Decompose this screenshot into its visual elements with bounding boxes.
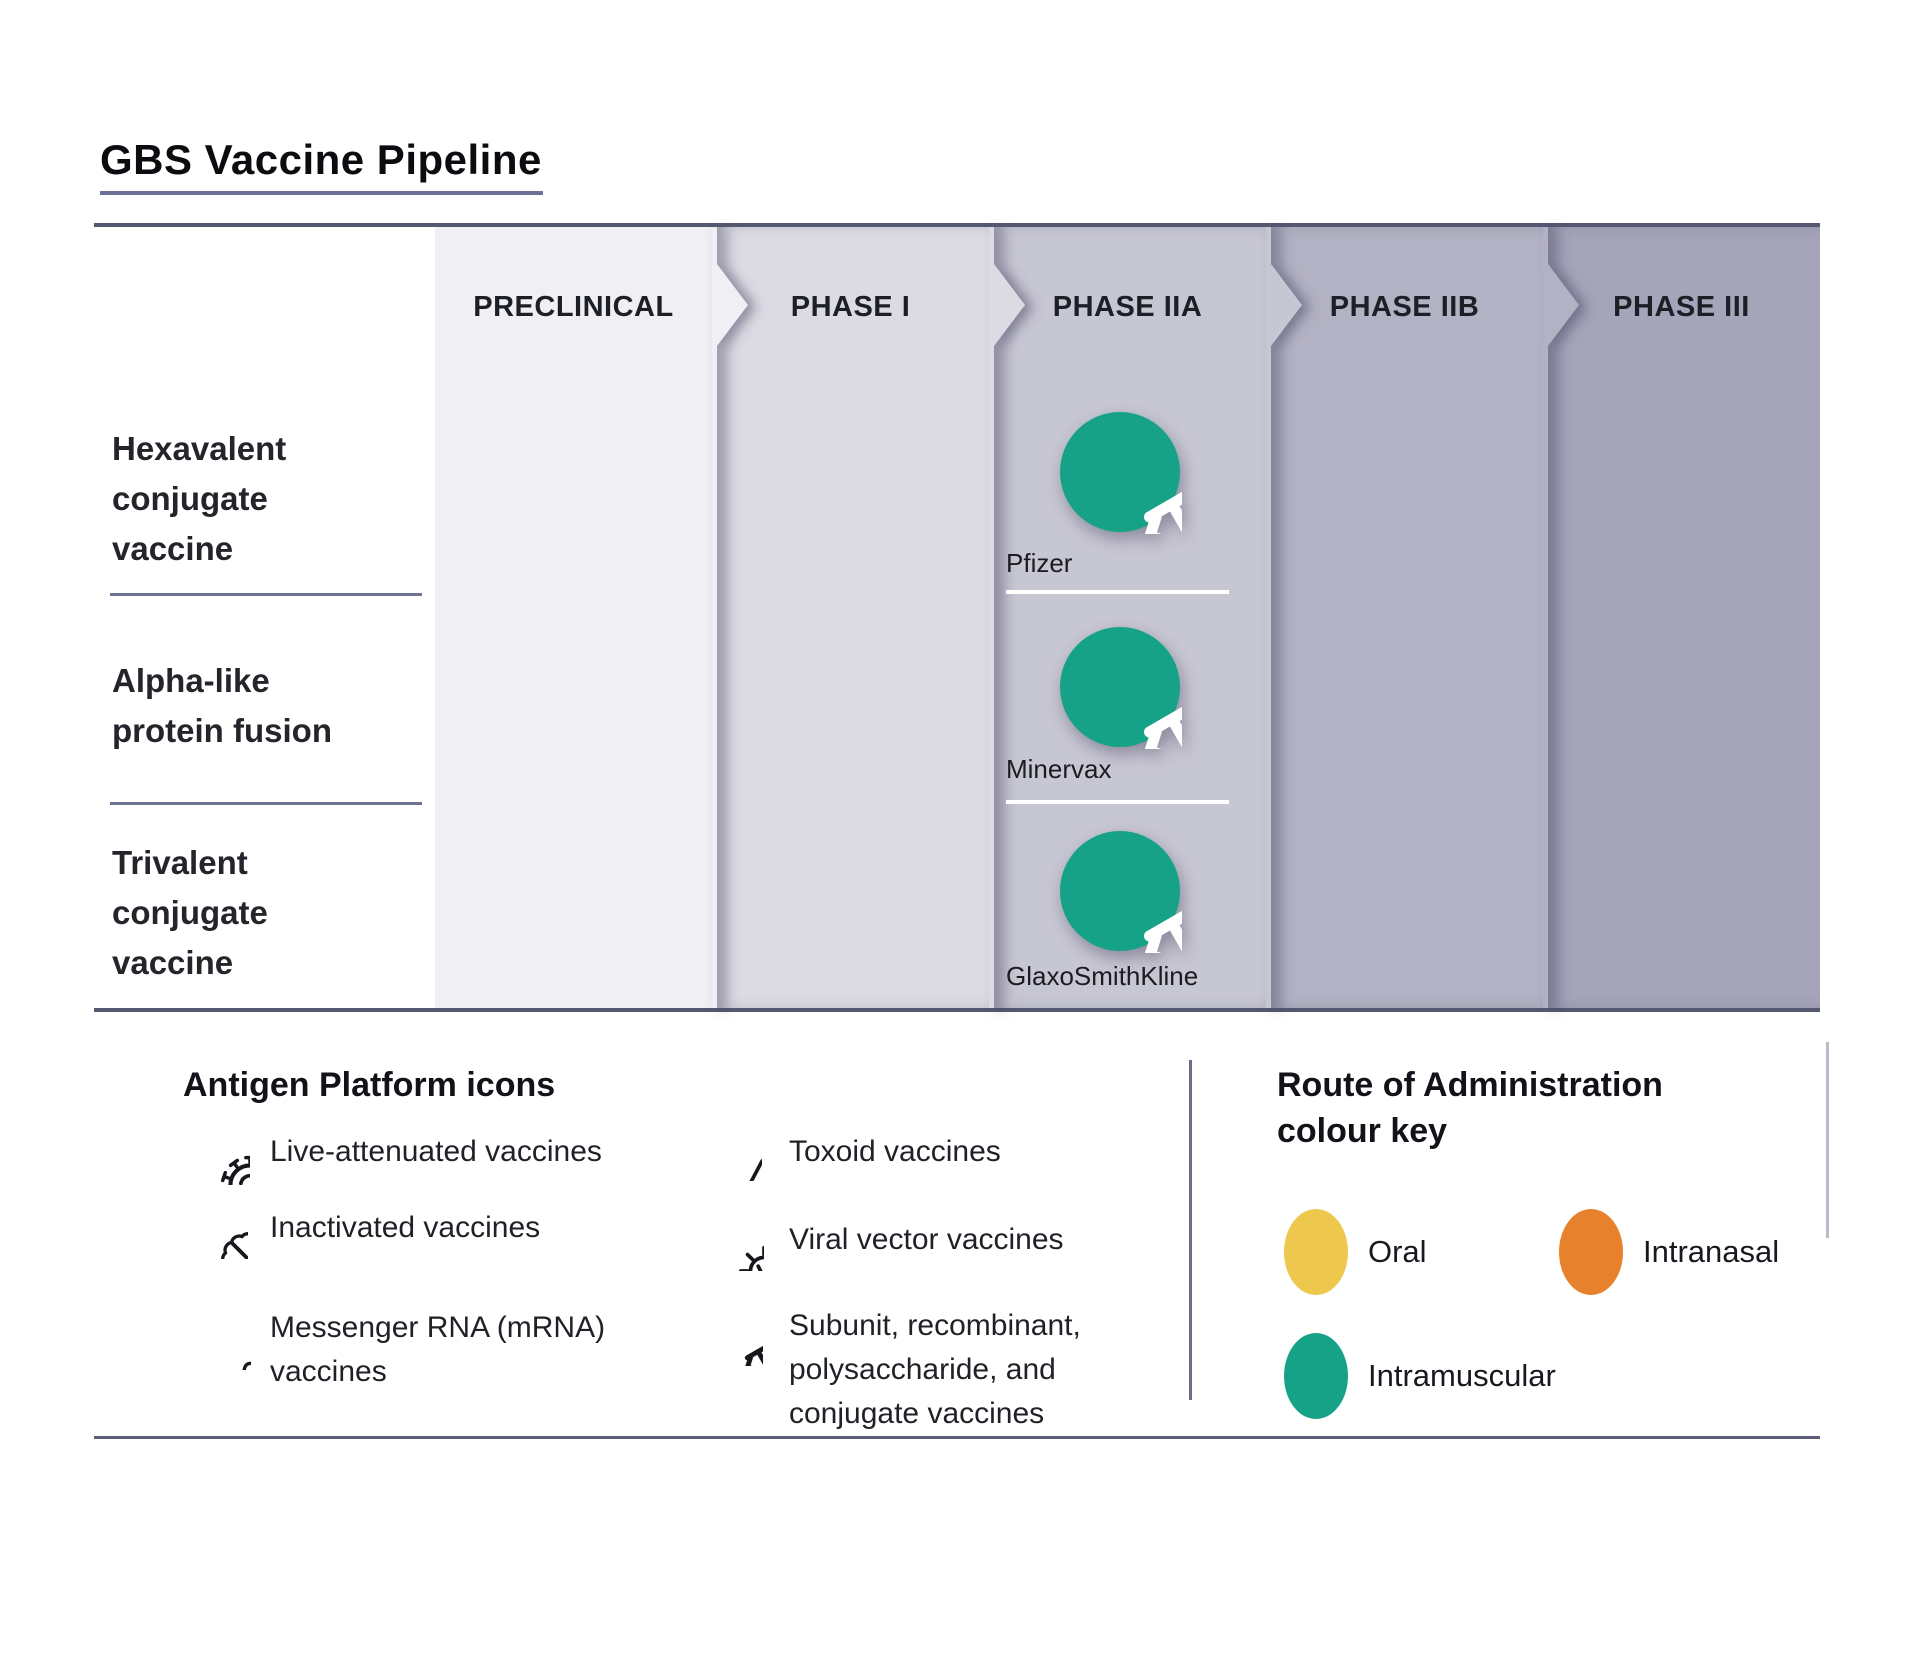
phase-column-preclinical: PRECLINICAL (435, 227, 712, 1008)
title-underline (100, 191, 543, 195)
oral-route-circle (1284, 1209, 1348, 1295)
viral-vector-icon (702, 1209, 764, 1271)
company-label: Pfizer (1006, 548, 1073, 578)
intramuscular-route-circle (1060, 831, 1180, 951)
intramuscular-route-circle (1284, 1333, 1348, 1419)
right-edge-line (1826, 1042, 1829, 1238)
route-label-intramuscular: Intramuscular (1368, 1358, 1556, 1393)
legend-item-label: Toxoid vaccines (789, 1135, 1001, 1168)
phase-header-phase-2b: PHASE IIB (1329, 291, 1480, 323)
legend-vertical-divider (1189, 1060, 1192, 1400)
subunit-conjugate-icon (1060, 412, 1182, 534)
live-attenuated-virus-icon (184, 1119, 250, 1185)
phase-header-phase-3: PHASE III (1613, 291, 1750, 323)
inactivated-icon (186, 1197, 248, 1259)
legend-item-label: Subunit, recombinant, polysaccharide, an… (789, 1309, 1081, 1430)
legend-item-label: Live-attenuated vaccines (270, 1135, 602, 1168)
toxoid-icon (704, 1123, 762, 1181)
legend-item-label: Inactivated vaccines (270, 1211, 541, 1244)
page-title: GBS Vaccine Pipeline (100, 136, 542, 183)
row-label-trivalent: Trivalent conjugate vaccine (112, 844, 268, 981)
phase-header-phase-2a: PHASE IIA (1052, 291, 1203, 323)
subunit-conjugate-icon (1060, 831, 1182, 953)
company-label: Minervax (1006, 754, 1112, 784)
pipeline-entry-marker (1058, 410, 1182, 534)
phase-header-preclinical: PRECLINICAL (473, 291, 674, 323)
phase-chevron-icon (712, 227, 752, 1008)
company-label: GlaxoSmithKline (1006, 961, 1199, 991)
phase-chevron-icon (989, 227, 1029, 1008)
phase-column-phase-1: PHASE I (712, 227, 989, 1008)
route-label-intranasal: Intranasal (1643, 1234, 1780, 1269)
phase-chevron-icon (1543, 227, 1583, 1008)
row-divider (110, 802, 422, 805)
phase-header-phase-1: PHASE I (790, 291, 911, 323)
row-divider (110, 593, 422, 596)
mrna-icon (183, 1302, 251, 1370)
entry-divider (1006, 590, 1229, 594)
chart-bottom-rule (94, 1008, 1820, 1012)
pipeline-entry-marker (1058, 625, 1182, 749)
row-label-alpha-like: Alpha-like protein fusion (112, 662, 332, 749)
legend-item-label: Messenger RNA (mRNA) vaccines (270, 1311, 606, 1388)
phase-chevron-icon (1266, 227, 1306, 1008)
antigen-legend-heading: Antigen Platform icons (183, 1066, 556, 1104)
chart-top-rule (94, 223, 1820, 227)
entry-divider (1006, 800, 1229, 804)
route-key-heading: Route of Administration colour key (1277, 1066, 1663, 1150)
page-bottom-rule (94, 1436, 1820, 1439)
phase-column-phase-3: PHASE III (1543, 227, 1820, 1008)
row-label-hexavalent: Hexavalent conjugate vaccine (112, 430, 287, 567)
legend-item-label: Viral vector vaccines (789, 1223, 1064, 1256)
pipeline-entry-marker (1058, 829, 1182, 953)
intramuscular-route-circle (1060, 627, 1180, 747)
subunit-conjugate-icon (1060, 627, 1182, 749)
intranasal-route-circle (1559, 1209, 1623, 1295)
intramuscular-route-circle (1060, 412, 1180, 532)
route-label-oral: Oral (1368, 1234, 1427, 1269)
subunit-conjugate-icon (703, 1306, 763, 1366)
phase-column-phase-2b: PHASE IIB (1266, 227, 1543, 1008)
